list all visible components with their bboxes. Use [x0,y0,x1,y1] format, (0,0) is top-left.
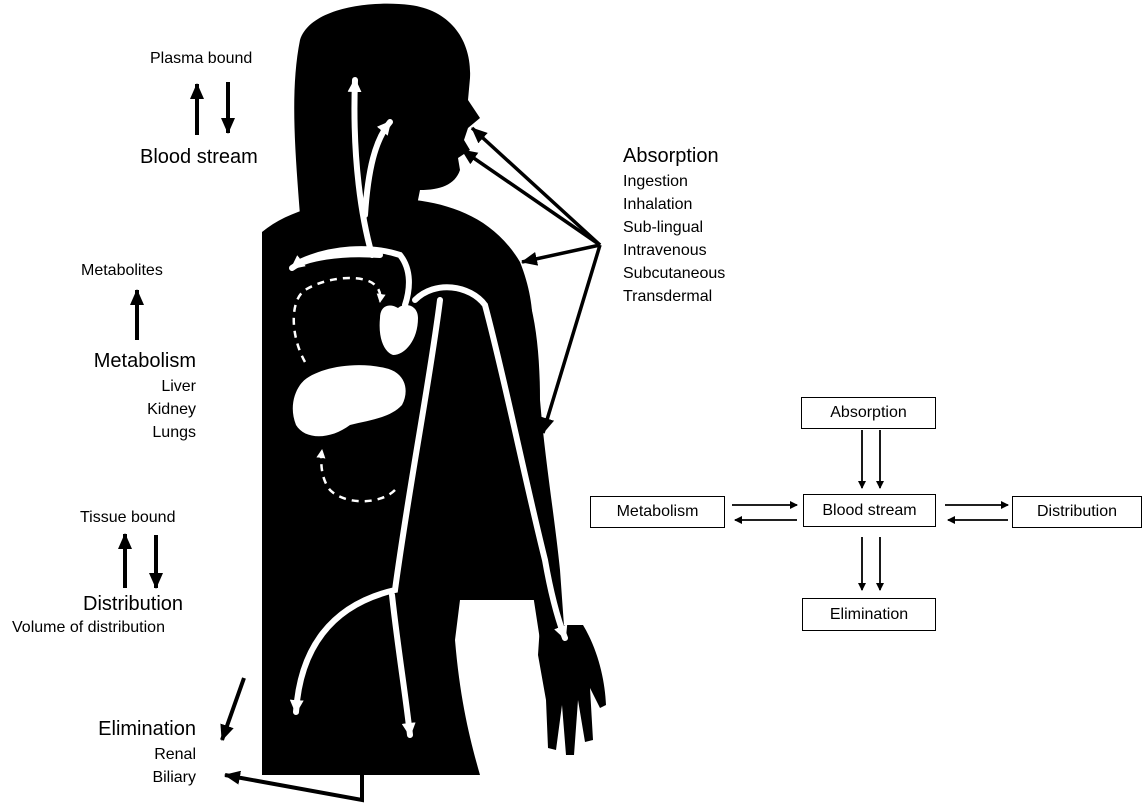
route-ingestion: Ingestion [623,170,725,193]
route-subcutaneous: Subcutaneous [623,262,725,285]
elimination-route-biliary: Biliary [96,766,196,789]
route-intravenous: Intravenous [623,239,725,262]
metabolites-label: Metabolites [81,263,163,279]
distribution-label: Distribution [83,594,183,614]
volume-of-distribution-label: Volume of distribution [12,620,165,636]
flow-box-metabolism: Metabolism [590,496,725,528]
tissue-bound-label: Tissue bound [80,510,175,526]
absorption-to-chest [522,245,600,262]
flow-box-absorption: Absorption [801,397,936,429]
elimination-label: Elimination [76,719,196,739]
absorption-routes: Ingestion Inhalation Sub-lingual Intrave… [623,170,725,308]
route-inhalation: Inhalation [623,193,725,216]
flow-box-blood-stream: Blood stream [803,494,936,527]
absorption-to-arm [543,245,600,433]
elimination-route-renal: Renal [96,743,196,766]
metabolism-sites: Liver Kidney Lungs [96,375,196,444]
flow-box-elimination: Elimination [802,598,936,631]
flow-box-distribution: Distribution [1012,496,1142,528]
metabolism-site-kidney: Kidney [96,398,196,421]
head-shape [294,4,480,215]
blood-stream-label: Blood stream [140,147,258,167]
elimination-routes: Renal Biliary [96,743,196,789]
plasma-bound-label: Plasma bound [150,51,252,67]
metabolism-site-lungs: Lungs [96,421,196,444]
route-sub-lingual: Sub-lingual [623,216,725,239]
route-transdermal: Transdermal [623,285,725,308]
absorption-title: Absorption [623,146,719,166]
metabolism-site-liver: Liver [96,375,196,398]
absorption-to-mouth [472,128,600,245]
metabolism-label: Metabolism [82,351,196,371]
elimination-arrow [222,678,244,740]
hand-shape [538,625,606,755]
